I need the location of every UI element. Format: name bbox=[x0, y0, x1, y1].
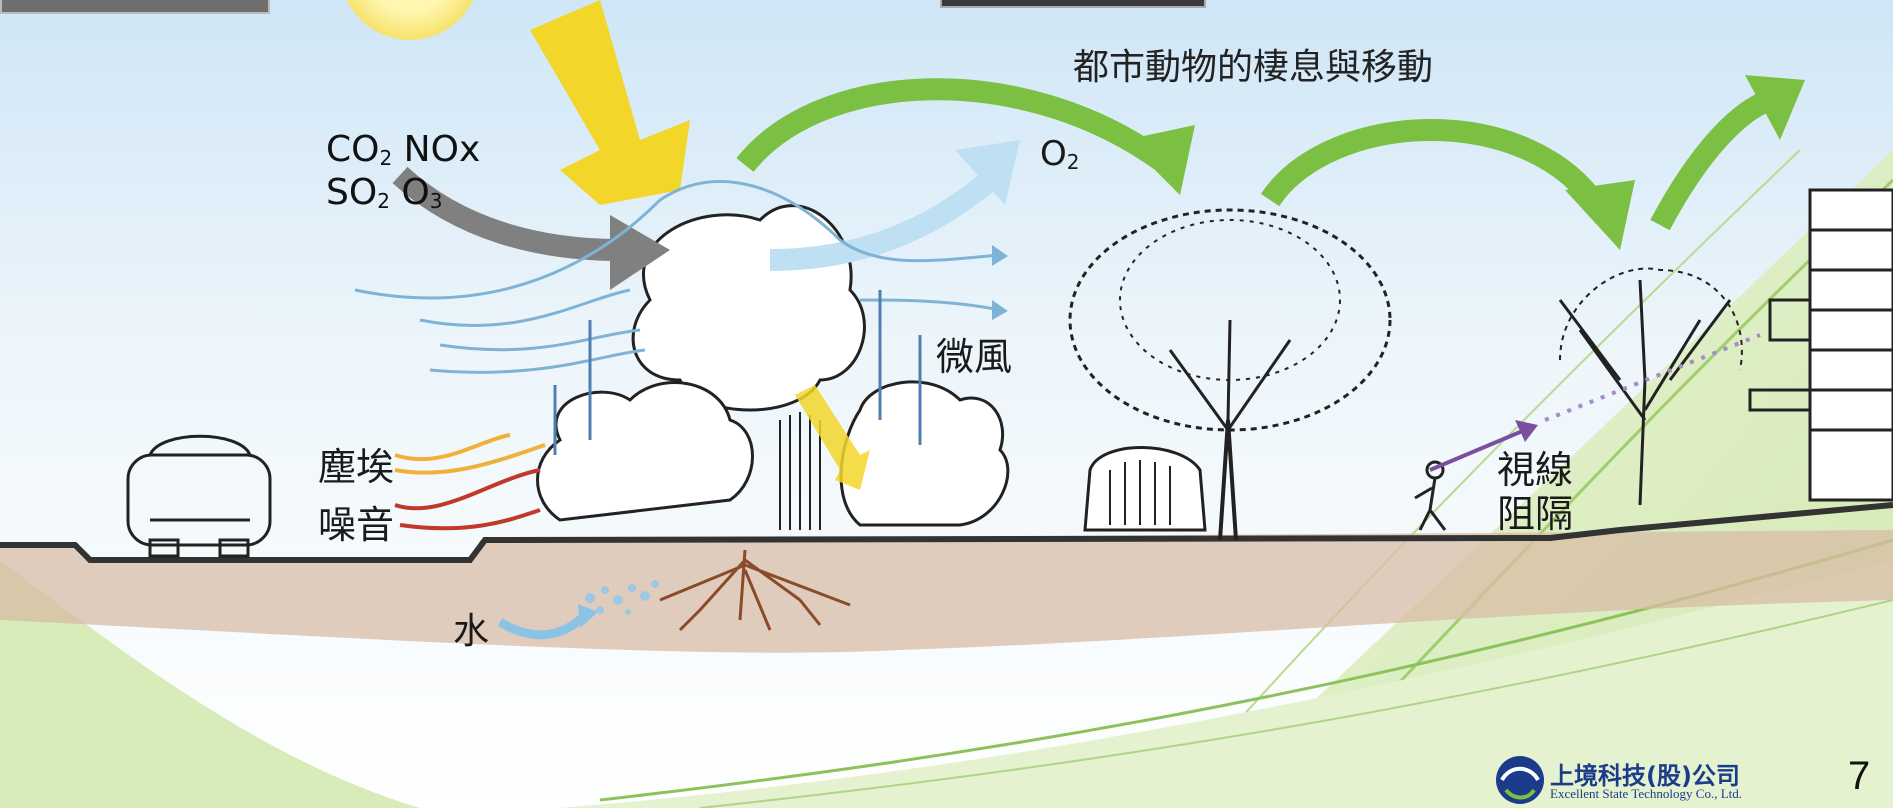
car-sketch bbox=[126, 434, 272, 558]
nox-text: NOx bbox=[403, 129, 481, 170]
water-arrow-head bbox=[578, 604, 598, 628]
company-logo-mark bbox=[1496, 756, 1544, 804]
o-text: O bbox=[401, 172, 430, 213]
company-name-en: Excellent State Technology Co., Ltd. bbox=[1550, 786, 1743, 801]
sightline-arrow-head bbox=[1515, 420, 1538, 442]
pollution-arrow bbox=[392, 166, 621, 261]
sightline-label-line-1: 視線 bbox=[1497, 448, 1574, 492]
downdraft-arrows bbox=[553, 290, 922, 455]
sightline-label-line-2: 阻隔 bbox=[1497, 492, 1574, 536]
hill-line bbox=[1159, 149, 1801, 809]
breeze-label: 微風 bbox=[936, 335, 1013, 379]
ground-line bbox=[0, 502, 1893, 563]
water-label: 水 bbox=[453, 611, 490, 652]
sightline-arrow bbox=[1429, 428, 1526, 472]
bottom-green-swoosh bbox=[560, 560, 1893, 808]
o-subscript: 3 bbox=[429, 189, 443, 213]
sun-arrow-small bbox=[795, 385, 870, 490]
shrub-hatching bbox=[779, 412, 1171, 530]
o2-subscript: 2 bbox=[1066, 150, 1080, 174]
animal-movement-arrow-1 bbox=[736, 78, 1167, 172]
top-tab bbox=[940, 0, 1206, 8]
pollution-arrow-head bbox=[610, 215, 670, 290]
sun bbox=[346, 0, 474, 40]
noise-arrows bbox=[394, 468, 541, 531]
noise-label: 噪音 bbox=[318, 503, 395, 547]
dust-label: 塵埃 bbox=[318, 445, 395, 489]
diagram-title: 都市動物的棲息與移動 bbox=[1073, 47, 1434, 88]
so-text: SO bbox=[326, 172, 378, 213]
animal-movement-arrow-3-head bbox=[1745, 75, 1805, 140]
co-text: CO bbox=[326, 129, 380, 170]
o2-arrow bbox=[769, 171, 998, 271]
pollutants-line-1: CO2 NOx bbox=[326, 130, 480, 178]
tree-roots bbox=[659, 549, 851, 632]
person-sketch bbox=[1414, 460, 1447, 531]
animal-movement-arrow-2-head bbox=[1565, 180, 1635, 250]
wind-flow-lines bbox=[354, 179, 1001, 374]
left-green-swoosh bbox=[0, 560, 420, 808]
so-subscript: 2 bbox=[377, 189, 390, 213]
company-name-cn: 上境科技(股)公司 bbox=[1550, 762, 1740, 790]
bare-tree bbox=[1558, 267, 1743, 506]
building-sketch bbox=[1748, 188, 1893, 502]
pollutants-line-2: SO2 O3 bbox=[326, 173, 442, 221]
sun-arrow bbox=[530, 0, 690, 205]
co-subscript: 2 bbox=[379, 146, 393, 170]
water-arrow bbox=[497, 611, 589, 640]
animal-movement-arrow-3 bbox=[1650, 89, 1774, 231]
dust-arrows bbox=[394, 433, 546, 475]
corner-tab bbox=[0, 0, 270, 14]
animal-movement-arrow-1-head bbox=[1125, 125, 1195, 195]
sightline-dotted bbox=[1544, 333, 1761, 422]
o2-arrow-head bbox=[955, 140, 1020, 205]
animal-movement-arrow-2 bbox=[1260, 119, 1610, 217]
sightline-label: 視線阻隔 bbox=[1497, 448, 1573, 536]
o2-label: O2 bbox=[1040, 134, 1080, 174]
bottom-swoosh-line bbox=[699, 599, 1893, 809]
deciduous-tree bbox=[1068, 208, 1392, 541]
page-number: 7 bbox=[1848, 754, 1871, 798]
wind-arrow-heads bbox=[992, 245, 1008, 320]
o2-text: O bbox=[1040, 134, 1067, 174]
